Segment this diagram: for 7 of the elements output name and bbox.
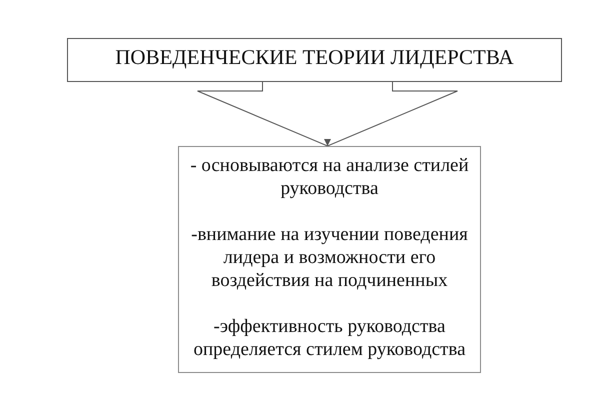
bullet-text: -эффективность руководства определяется стилем руководства [192,315,467,361]
text-box [178,146,481,373]
down-arrow [197,80,458,147]
bullet-text: - основываются на анализе стилей руководства [189,154,470,200]
title-box [67,38,562,82]
bullet-text: -внимание на изучении поведения лидера и возможности его воздействия на подчиненных [190,223,469,292]
heading-text: ПОВЕДЕНЧЕСКИЕ ТЕОРИИ ЛИДЕРСТВА [115,45,514,69]
